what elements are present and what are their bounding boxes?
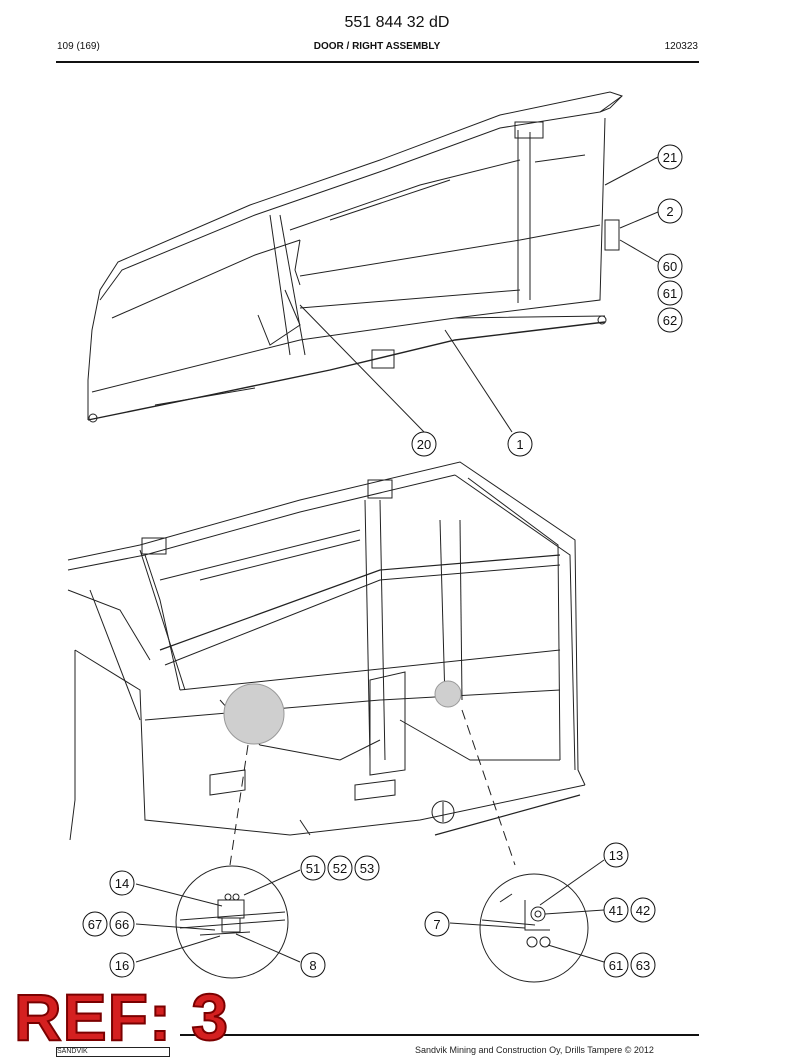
callout-52: 52 (327, 855, 353, 881)
svg-text:61: 61 (609, 958, 623, 973)
svg-text:66: 66 (115, 917, 129, 932)
detail-circle-right (479, 873, 589, 983)
callout-53: 53 (354, 855, 380, 881)
page-number: 109 (169) (57, 41, 100, 52)
callout-1: 1 (507, 431, 533, 457)
callout-13: 13 (603, 842, 629, 868)
document-number: 551 844 32 dD (344, 14, 450, 31)
svg-text:21: 21 (663, 150, 677, 165)
callout-51: 51 (300, 855, 326, 881)
callout-61-upper: 61 (657, 280, 683, 306)
callout-66: 66 (109, 911, 135, 937)
cabin-view (67, 461, 586, 841)
svg-text:20: 20 (417, 437, 431, 452)
callout-42: 42 (630, 897, 656, 923)
callout-2: 2 (657, 198, 683, 224)
callout-16: 16 (109, 952, 135, 978)
svg-text:62: 62 (663, 313, 677, 328)
svg-text:42: 42 (636, 903, 650, 918)
svg-text:52: 52 (333, 861, 347, 876)
svg-text:7: 7 (433, 917, 440, 932)
header-rule (56, 61, 699, 63)
view-marker (431, 800, 455, 824)
callout-21: 21 (657, 144, 683, 170)
page-title: DOOR / RIGHT ASSEMBLY (313, 41, 441, 52)
footer-copyright: Sandvik Mining and Construction Oy, Dril… (415, 1045, 654, 1055)
footer-rule (180, 1034, 699, 1036)
callout-8: 8 (300, 952, 326, 978)
upper-door-view (87, 91, 623, 423)
callout-67: 67 (82, 911, 108, 937)
svg-text:60: 60 (663, 259, 677, 274)
svg-text:67: 67 (88, 917, 102, 932)
detail-area-right (434, 680, 462, 708)
svg-text:1: 1 (516, 437, 523, 452)
ref-stamp: REF: 3 (13, 980, 230, 1054)
svg-text:51: 51 (306, 861, 320, 876)
svg-text:8: 8 (309, 958, 316, 973)
svg-text:63: 63 (636, 958, 650, 973)
callout-63: 63 (630, 952, 656, 978)
callout-62: 62 (657, 307, 683, 333)
svg-text:13: 13 (609, 848, 623, 863)
svg-text:14: 14 (115, 876, 129, 891)
date-code: 120323 (664, 41, 698, 52)
callout-7: 7 (424, 911, 450, 937)
svg-text:53: 53 (360, 861, 374, 876)
svg-text:2: 2 (666, 204, 673, 219)
detail-circle-left (175, 865, 289, 979)
callout-20: 20 (411, 431, 437, 457)
svg-text:61: 61 (663, 286, 677, 301)
svg-text:41: 41 (609, 903, 623, 918)
detail-area-left (223, 683, 285, 745)
svg-text:16: 16 (115, 958, 129, 973)
callout-60: 60 (657, 253, 683, 279)
callout-61-lower: 61 (603, 952, 629, 978)
callout-41: 41 (603, 897, 629, 923)
detail-right-parts (481, 893, 551, 948)
callout-14: 14 (109, 870, 135, 896)
detail-left-parts (179, 893, 286, 936)
